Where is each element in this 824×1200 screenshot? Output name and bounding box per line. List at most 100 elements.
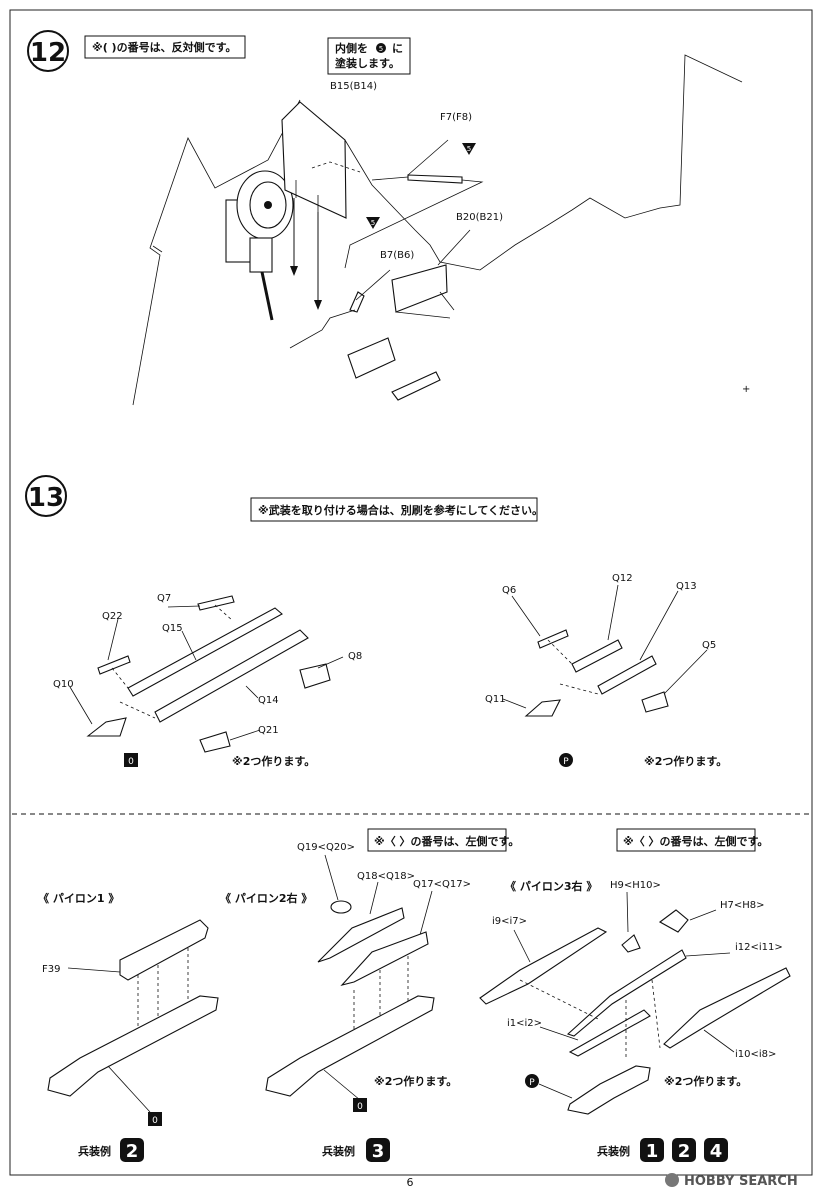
svg-text:5: 5 xyxy=(371,219,375,227)
right-paint-mark xyxy=(559,753,573,767)
pylon1-paint-mark xyxy=(148,1112,162,1126)
label-q13: Q13 xyxy=(676,581,697,592)
label-f39: F39 xyxy=(42,964,60,975)
right-make-two: ※2つ作ります。 xyxy=(644,754,727,768)
step-12-badge xyxy=(27,30,69,72)
fragment-mark: + xyxy=(742,384,750,395)
label-i12: i12<i11> xyxy=(735,942,783,953)
note-opposite-side: ※( )の番号は、反対側です。 xyxy=(92,40,236,54)
part-q8 xyxy=(299,663,331,689)
f39-leader xyxy=(67,967,121,973)
door-b20-part xyxy=(391,264,448,313)
left-paint-mark xyxy=(124,753,138,767)
paint-color-number: 5 xyxy=(379,45,383,53)
part-q6 xyxy=(537,629,569,649)
pylon2-paint-code: 0 xyxy=(357,1102,363,1112)
part-q10 xyxy=(86,717,127,737)
pylon3-weapon-number-3: 4 xyxy=(710,1141,723,1162)
pylon2-paint-leader xyxy=(323,1069,361,1101)
part-q14 xyxy=(154,629,309,723)
part-q15 xyxy=(127,607,283,697)
pylon1-title: 《 パイロン1 》 xyxy=(38,892,119,905)
b15-arrow-head xyxy=(314,300,322,310)
label-q12: Q12 xyxy=(612,573,633,584)
label-q6: Q6 xyxy=(502,585,516,596)
note-box-opposite xyxy=(84,35,246,59)
paint-color-mark xyxy=(376,43,386,53)
pylon3-weapon-number-1: 1 xyxy=(646,1141,659,1162)
part-q21 xyxy=(199,731,231,753)
label-q10: Q10 xyxy=(53,679,74,690)
label-q19: Q19<Q20> xyxy=(297,842,355,853)
label-q5: Q5 xyxy=(702,640,716,651)
pylon3-title: 《 パイロン3右 》 xyxy=(505,879,597,893)
watermark: HOBBY SEARCH xyxy=(665,1173,798,1189)
page-border xyxy=(9,9,813,1176)
part-q5 xyxy=(641,691,669,713)
right-guides xyxy=(547,639,599,695)
part-i9 xyxy=(479,927,608,1005)
step-13: 13 ※武装を取り付ける場合は、別刷を参考にしてください。 Q7 Q22 Q15… xyxy=(25,475,727,768)
pylon3-paint-leader xyxy=(538,1083,573,1099)
part-q11 xyxy=(524,699,561,717)
step-13-number: 13 xyxy=(28,483,64,513)
small-plate-part xyxy=(347,337,396,379)
right-leaders xyxy=(502,584,708,709)
part-q12 xyxy=(571,639,623,673)
label-q17: Q17<Q17> xyxy=(413,879,471,890)
pylon2-title: 《 パイロン2右 》 xyxy=(220,891,312,905)
pylon1-body xyxy=(119,919,209,981)
pylon1-weapon-number: 2 xyxy=(126,1141,139,1162)
part-q19 xyxy=(330,900,352,914)
paint-marker-2: 5 xyxy=(366,217,380,229)
rod-f7-guides xyxy=(344,176,484,269)
label-b7: B7(B6) xyxy=(380,250,414,261)
pylon2-weapon-badge xyxy=(366,1138,390,1162)
label-q7: Q7 xyxy=(157,593,171,604)
pylon1-paint-leader xyxy=(107,1065,151,1113)
label-q8: Q8 xyxy=(348,651,362,662)
pylon2-weapon-number: 3 xyxy=(372,1141,385,1162)
main-wheel xyxy=(225,170,294,321)
left-pylon-assembly xyxy=(69,595,344,753)
left-make-two: ※2つ作ります。 xyxy=(232,754,315,768)
pylon1-weapon-badge xyxy=(120,1138,144,1162)
pylon3-weapon-badge-2 xyxy=(672,1138,696,1162)
step-12: 12 ※( )の番号は、反対側です。 内側を 5 に 塗装します。 xyxy=(27,30,750,406)
part-q22 xyxy=(97,655,131,675)
pylon3-leaders xyxy=(513,891,735,1053)
label-i10: i10<i8> xyxy=(735,1049,776,1060)
part-i10 xyxy=(663,967,791,1049)
pylon3-weapon-number-2: 2 xyxy=(678,1141,691,1162)
pylon2-make-two: ※2つ作ります。 xyxy=(374,1074,457,1088)
note-box-left-2 xyxy=(616,828,756,852)
pylon3-weapon-label: 兵装例 xyxy=(597,1144,630,1158)
step-12-number: 12 xyxy=(30,38,66,68)
note-weapons: ※武装を取り付ける場合は、別刷を参考にしてください。 xyxy=(258,503,543,517)
rod-f7-part xyxy=(407,174,463,184)
part-h7 xyxy=(658,909,689,933)
label-b15: B15(B14) xyxy=(330,81,377,92)
note-left-side-2: ※〈 〉の番号は、左側です。 xyxy=(623,834,768,848)
right-pylon-assembly xyxy=(502,584,708,717)
watermark-text: HOBBY SEARCH xyxy=(684,1174,798,1189)
label-h9: H9<H10> xyxy=(610,880,661,891)
f7-leader xyxy=(407,139,449,176)
pylon2-tank xyxy=(265,995,435,1097)
b20-guides xyxy=(395,291,455,319)
door-b15-part xyxy=(281,101,347,219)
paint-note-line1: 内側を xyxy=(335,41,368,55)
right-paint-code: P xyxy=(563,757,569,767)
part-q18 xyxy=(317,907,405,963)
pylon1-tank xyxy=(47,995,219,1097)
label-h7: H7<H8> xyxy=(720,900,765,911)
pylon3-paint-code: P xyxy=(529,1078,535,1088)
pylon2-leaders xyxy=(324,854,433,936)
wheel-leg xyxy=(249,237,273,273)
pylon2-paint-mark xyxy=(353,1098,367,1112)
fuselage-edge xyxy=(152,245,163,253)
arm-b7-part xyxy=(349,291,365,313)
pylon1-paint-code: 0 xyxy=(152,1116,158,1126)
b7-wire xyxy=(289,309,356,349)
